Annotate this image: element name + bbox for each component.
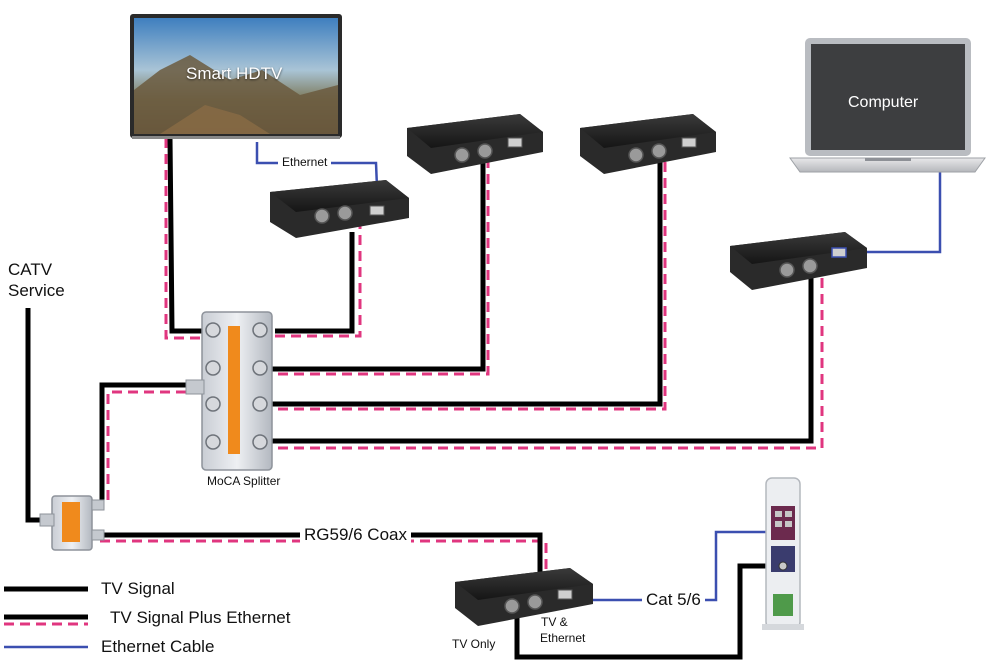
cable-splitter-to-box4	[262, 268, 824, 450]
moca-adapter-1-icon	[270, 180, 409, 238]
cable-ethernet-box4-to-computer	[840, 172, 942, 254]
legend-swatch-tv-plus-ethernet	[4, 614, 88, 626]
laptop-computer-icon	[789, 38, 986, 173]
cable-modem-icon	[762, 477, 804, 630]
two-way-splitter-icon	[39, 495, 105, 551]
catv-label-line2: Service	[8, 281, 65, 300]
moca-adapter-3-icon	[580, 114, 716, 174]
moca-splitter-icon	[185, 311, 273, 471]
coax-cable-label: RG59/6 Coax	[300, 525, 411, 545]
legend-label-ethernet: Ethernet Cable	[101, 637, 215, 656]
cable-tv-to-splitter	[164, 137, 212, 340]
catv-label-line1: CATV	[8, 260, 53, 279]
cable-catv-input	[25, 308, 42, 523]
computer-label: Computer	[848, 94, 919, 111]
port-label-tv-only: TV Only	[452, 637, 496, 651]
legend-label-tv-plus-ethernet: TV Signal Plus Ethernet	[110, 608, 291, 627]
legend	[4, 586, 88, 649]
moca-adapter-2-icon	[407, 114, 543, 174]
cable-splitter-to-box2	[262, 152, 490, 376]
smart-hdtv-icon	[130, 14, 342, 139]
legend-label-tv-signal: TV Signal	[101, 579, 175, 598]
cat-cable-label: Cat 5/6	[642, 590, 705, 610]
moca-adapter-4-icon	[730, 232, 867, 290]
cable-small-splitter-to-moca-splitter	[99, 382, 200, 503]
cable-cat-to-modem	[562, 530, 783, 602]
cable-splitter-to-box1	[275, 226, 362, 338]
tv-label: Smart HDTV	[186, 64, 283, 83]
cable-tv-only-to-modem	[514, 563, 783, 660]
cable-splitter-to-box3	[262, 156, 667, 411]
port-label-tv-ethernet-line1: TV &	[541, 615, 568, 629]
ethernet-cable-label: Ethernet	[278, 155, 332, 169]
moca-adapter-bottom-icon	[455, 568, 593, 626]
splitter-label: MoCA Splitter	[207, 474, 281, 488]
port-label-tv-ethernet-line2: Ethernet	[540, 631, 586, 645]
